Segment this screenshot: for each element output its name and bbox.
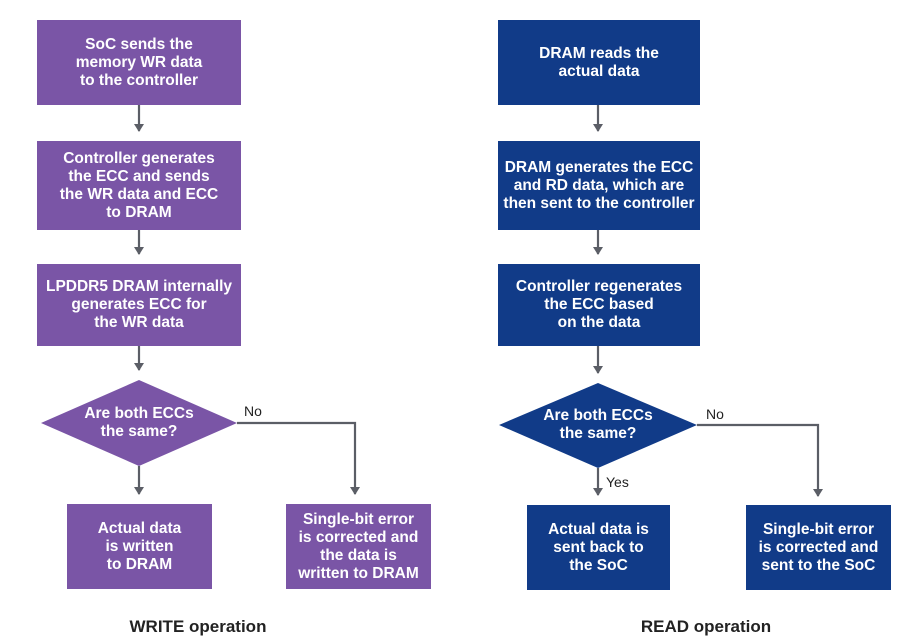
write-arrow-decision-no (237, 421, 360, 495)
write-operation-caption: WRITE operation (129, 617, 267, 636)
write-step-controller-generates-ecc: Controller generates the ECC and sends t… (37, 141, 241, 230)
write-decision-label: Are both ECCs the same? (84, 405, 194, 440)
read-step-dram-reads: DRAM reads the actual data (498, 20, 700, 105)
read-operation-caption: READ operation (640, 617, 772, 636)
read-yes-label: Yes (606, 474, 629, 490)
write-step-dram-generates-ecc: LPDDR5 DRAM internally generates ECC for… (37, 264, 241, 346)
read-step-controller-regenerates: Controller regenerates the ECC based on … (498, 264, 700, 346)
read-step-dram-generates-ecc: DRAM generates the ECC and RD data, whic… (498, 141, 700, 230)
write-decision-diamond (41, 380, 237, 466)
write-result-error-corrected: Single-bit error is corrected and the da… (286, 504, 431, 589)
read-decision-label: Are both ECCs the same? (543, 407, 653, 442)
read-decision-diamond (499, 383, 697, 468)
read-arrow-decision-no (697, 423, 823, 497)
read-result-error-corrected: Single-bit error is corrected and sent t… (746, 505, 891, 590)
write-no-label: No (244, 403, 262, 419)
write-result-data-written: Actual data is written to DRAM (67, 504, 212, 589)
read-no-label: No (706, 406, 724, 422)
read-result-data-sent-back: Actual data is sent back to the SoC (527, 505, 670, 590)
write-step-soc-sends: SoC sends the memory WR data to the cont… (37, 20, 241, 105)
